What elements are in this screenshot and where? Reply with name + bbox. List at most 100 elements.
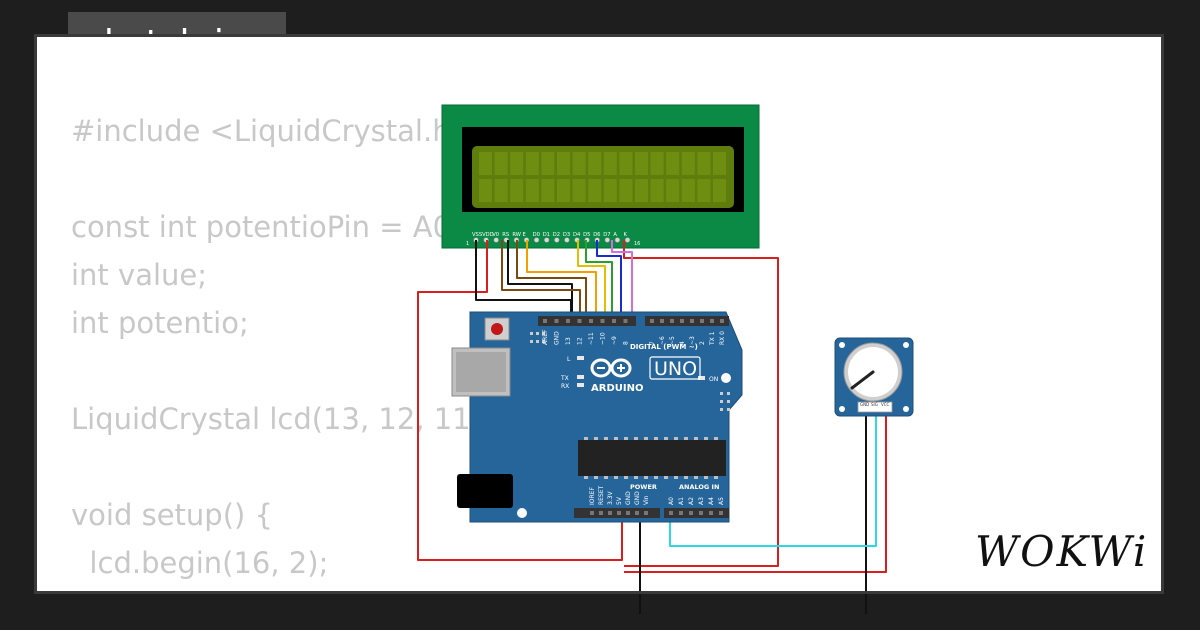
lcd-cell	[713, 179, 726, 202]
analog-label: ANALOG IN	[679, 483, 719, 491]
lcd-pin-label: A	[613, 232, 617, 238]
lcd-pin-label: RW	[512, 232, 521, 238]
digital-pin	[612, 319, 616, 323]
lcd-cell	[635, 179, 648, 202]
analog-pin-label: A2	[688, 497, 695, 505]
digital-pin	[680, 319, 684, 323]
lcd-cell	[650, 179, 664, 202]
lcd-pin	[564, 237, 570, 243]
wire-d6[interactable]	[596, 240, 622, 318]
led-l	[577, 356, 584, 360]
digital-pin-label: ~9	[611, 336, 618, 345]
wire-pot-signal[interactable]	[669, 410, 877, 547]
wire-e[interactable]	[526, 240, 597, 318]
wire-rs[interactable]	[501, 240, 581, 318]
lcd-cell	[697, 179, 711, 202]
lcd-cell	[510, 152, 524, 175]
wire-rw[interactable]	[507, 240, 573, 318]
code-editor[interactable]: #include <LiquidCrystal.h>const int pote…	[71, 107, 475, 591]
lcd-pin-label: D6	[593, 232, 600, 238]
power-pin-label: RESET	[598, 485, 605, 505]
pot-pin-gnd: GND	[860, 402, 869, 407]
lcd-pin-label: D4	[573, 232, 581, 238]
lcd-pin	[493, 237, 499, 243]
digital-pin	[670, 319, 674, 323]
analog-pin	[669, 511, 673, 515]
lcd-pin-label: D1	[543, 232, 550, 238]
led-rx	[577, 383, 584, 387]
lcd-cell	[510, 179, 524, 202]
digital-pins	[543, 319, 724, 323]
code-line: lcd.begin(16, 2);	[71, 546, 329, 580]
digital-pin-label: 4	[679, 341, 686, 345]
digital-pin	[660, 319, 664, 323]
power-pin-label: 3.3V	[607, 490, 614, 505]
lcd-pin	[624, 237, 631, 243]
digital-pin	[720, 319, 724, 323]
lcd-pin-label: D2	[553, 232, 560, 238]
wire-vdd[interactable]	[417, 240, 623, 561]
digital-pin	[710, 319, 714, 323]
led-tx	[577, 375, 584, 379]
potentiometer[interactable]: GND SIG VCC	[834, 337, 914, 417]
wire-d4[interactable]	[577, 240, 606, 318]
digital-pin	[554, 319, 559, 323]
digital-pin	[600, 319, 605, 323]
power-label: POWER	[630, 483, 657, 491]
lcd-pin-label: RS	[502, 232, 509, 238]
lcd-cell	[479, 179, 492, 202]
brand-label: ARDUINO	[591, 383, 643, 394]
analog-pin	[709, 511, 713, 515]
analog-header	[664, 508, 729, 518]
code-line: #include <LiquidCrystal.h>	[71, 114, 475, 148]
wire-pot-vcc[interactable]	[624, 410, 887, 573]
lcd-cell	[572, 152, 586, 175]
code-line: void setup() {	[71, 498, 273, 532]
mount-hole	[721, 373, 731, 383]
digital-header-left	[538, 316, 636, 326]
lcd-cell	[572, 179, 586, 202]
led-rx-label: RX	[561, 383, 569, 390]
analog-pin-label: A1	[678, 497, 685, 505]
wire-e-brown[interactable]	[516, 240, 587, 318]
power-pin-label: 5V	[616, 496, 623, 505]
wokwi-logo: WOKWi	[975, 527, 1149, 576]
pot-pin-vcc: VCC	[881, 402, 890, 407]
digital-pin-label: GND	[554, 331, 561, 345]
lcd-character-grid	[479, 152, 726, 202]
lcd-pin-label: D3	[563, 232, 570, 238]
code-line: LiquidCrystal lcd(13, 12, 11	[71, 402, 471, 436]
lcd-pin-label: VDD	[482, 232, 494, 238]
lcd-pin-label: D5	[583, 232, 590, 238]
lcd-cell	[619, 179, 633, 202]
lcd-pin-label: D7	[603, 232, 610, 238]
digital-pin-label: ~5	[669, 336, 676, 345]
analog-pin-label: A0	[668, 497, 675, 505]
lcd-cell	[681, 152, 695, 175]
lcd-pin	[554, 237, 560, 243]
lcd-cell	[588, 152, 602, 175]
power-pin	[617, 511, 621, 515]
digital-pin-label: 13	[565, 337, 572, 345]
wire-d7[interactable]	[611, 240, 633, 318]
wire-d5[interactable]	[585, 240, 613, 318]
digital-pin-label: 8	[623, 341, 630, 345]
model-label: UNO	[654, 358, 697, 380]
digital-pin-label: AREF	[542, 329, 549, 345]
analog-pin	[689, 511, 693, 515]
led-tx-label: TX	[560, 375, 569, 382]
bottom-pins	[590, 511, 723, 515]
pot-pin-sig: SIG	[871, 402, 878, 407]
analog-pin-label: A4	[708, 497, 715, 505]
digital-pin-label: 2	[699, 341, 706, 345]
lcd-pin-label: VSS	[472, 232, 482, 238]
digital-pin	[566, 319, 570, 323]
lcd-cell	[541, 179, 555, 202]
footer-bar	[0, 594, 1200, 630]
digital-label: DIGITAL (PWM ~)	[630, 343, 698, 351]
power-jack	[457, 474, 513, 508]
